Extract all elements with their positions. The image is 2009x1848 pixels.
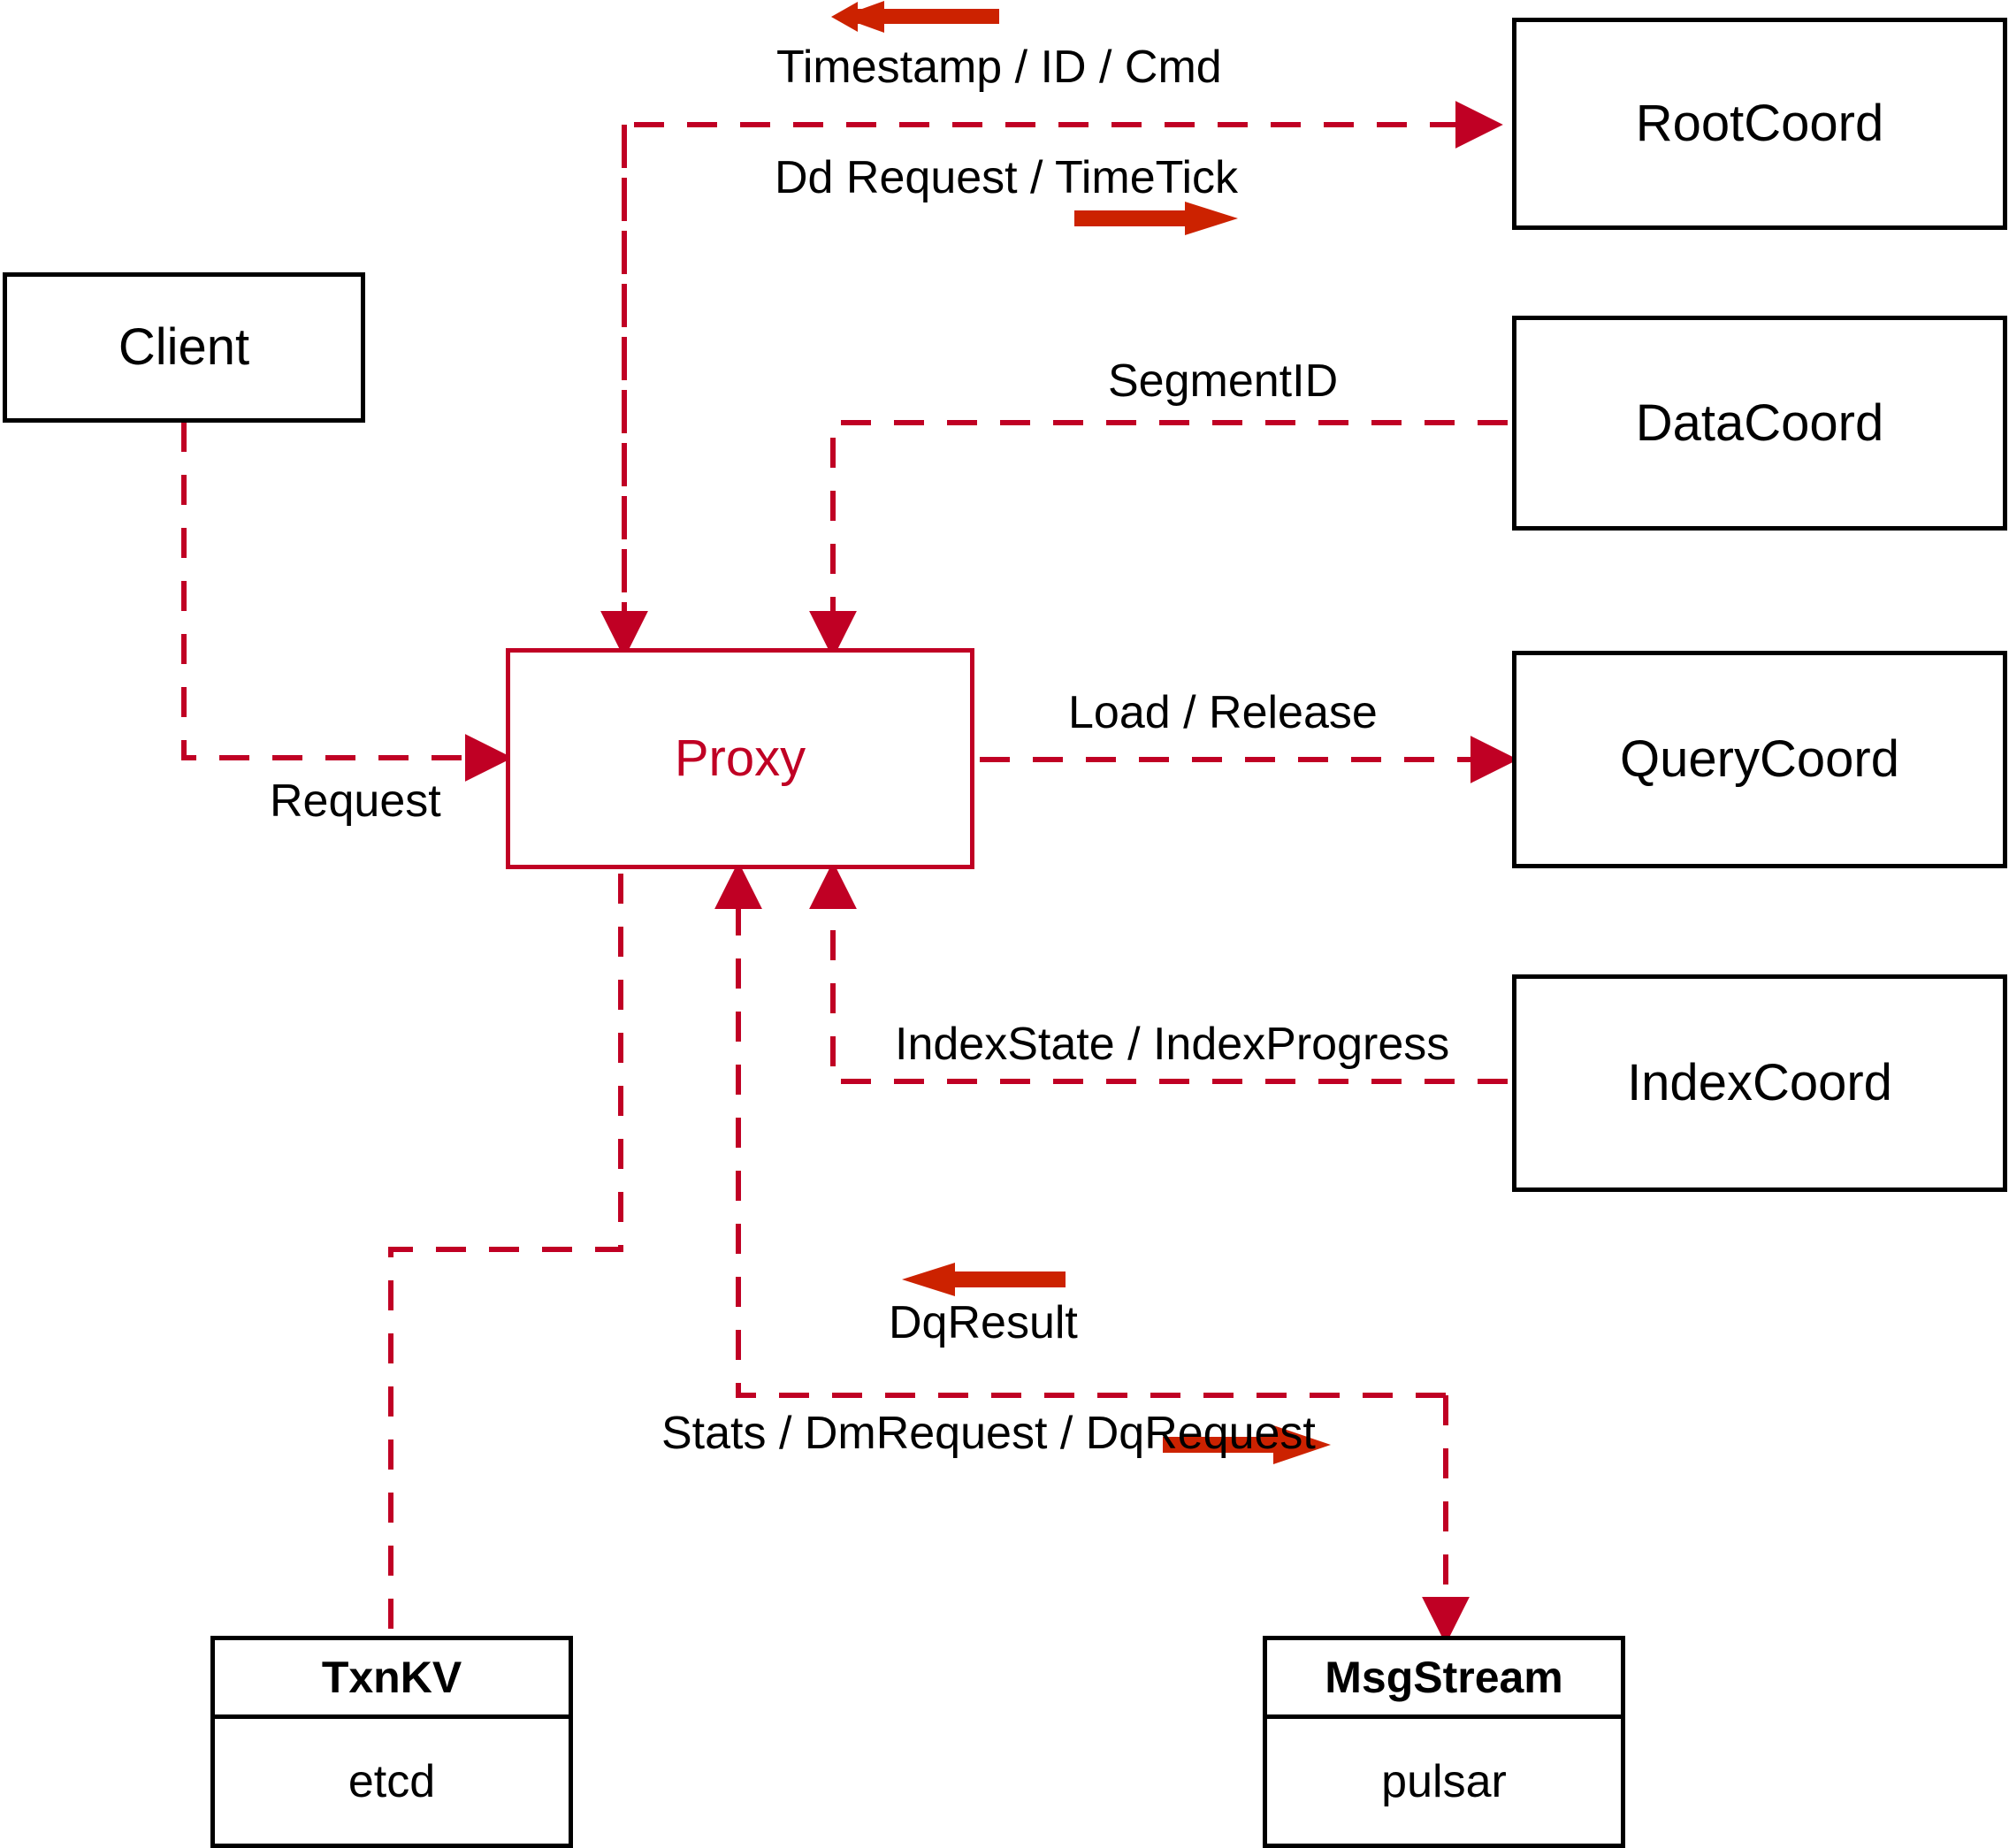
arrow-hint-dqresult-left [902,1263,1066,1296]
node-txnkv-header: TxnKV [215,1640,569,1719]
node-rootcoord-label: RootCoord [1635,95,1884,152]
node-msgstream-header: MsgStream [1267,1640,1621,1719]
node-txnkv[interactable]: TxnKV etcd [210,1636,573,1848]
edge-proxy-to-txnkv [388,874,623,1631]
edge-label-segment-id: SegmentID [1108,355,1339,407]
edge-indexcoord-to-proxy [809,861,1508,1084]
edge-client-to-proxy [181,422,513,782]
edge-label-dq-result: DqResult [889,1297,1078,1348]
node-msgstream[interactable]: MsgStream pulsar [1263,1636,1625,1848]
node-datacoord[interactable]: DataCoord [1512,316,2007,531]
node-txnkv-title: TxnKV [321,1653,462,1702]
edge-label-load-release: Load / Release [1068,687,1378,738]
node-msgstream-title: MsgStream [1325,1653,1563,1702]
node-msgstream-impl: pulsar [1381,1755,1507,1807]
edge-label-stats-dm-dq-request: Stats / DmRequest / DqRequest [661,1408,1316,1459]
node-rootcoord[interactable]: RootCoord [1512,18,2007,230]
node-querycoord-label: QueryCoord [1620,730,1899,788]
node-txnkv-body: etcd [215,1719,569,1844]
node-proxy-label: Proxy [674,729,806,787]
edge-label-dd-request-timetick: Dd Request / TimeTick [775,152,1239,203]
arrow-hint-timestamp-left [831,1,999,33]
arrow-hint-statsrequest-right [1163,1425,1331,1464]
node-proxy[interactable]: Proxy [506,648,974,869]
node-msgstream-body: pulsar [1267,1719,1621,1844]
node-indexcoord[interactable]: IndexCoord [1512,974,2007,1192]
node-client-label: Client [118,318,250,376]
node-txnkv-impl: etcd [348,1755,436,1807]
edge-label-timestamp-id-cmd: Timestamp / ID / Cmd [776,42,1222,93]
node-datacoord-label: DataCoord [1635,393,1884,452]
edge-datacoord-to-proxy [809,420,1508,659]
edge-label-request: Request [270,775,441,827]
node-querycoord[interactable]: QueryCoord [1512,651,2007,868]
node-client[interactable]: Client [3,272,365,423]
edge-msgstream-to-proxy [714,861,1446,1398]
edge-label-index-state-progress: IndexState / IndexProgress [895,1019,1450,1070]
arrow-hint-ddrequest-right [1074,202,1238,235]
node-indexcoord-label: IndexCoord [1627,1054,1892,1111]
